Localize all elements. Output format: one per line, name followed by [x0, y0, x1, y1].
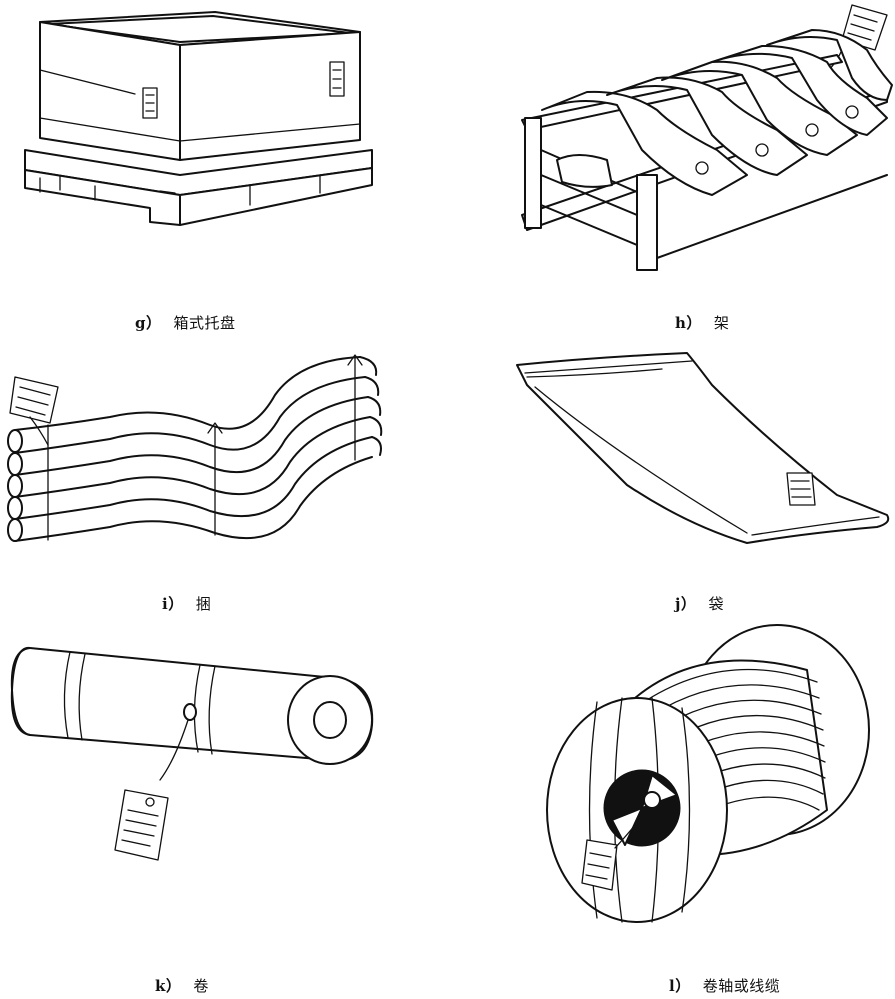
caption-k: k） 卷 — [155, 975, 209, 996]
caption-h-text: 架 — [713, 314, 730, 332]
figure-bundle: i） 捆 — [0, 345, 440, 615]
bag-icon — [516, 352, 890, 544]
bundle-icon — [7, 354, 383, 542]
figure-rack: h） 架 — [447, 0, 895, 332]
box-pallet-icon — [24, 11, 373, 226]
caption-j: j） 袋 — [675, 593, 724, 614]
caption-h: h） 架 — [675, 312, 729, 333]
caption-j-letter: j） — [675, 595, 697, 613]
caption-i-text: 捆 — [195, 595, 212, 613]
caption-h-letter: h） — [675, 314, 702, 332]
rack-icon — [521, 4, 893, 271]
figure-cable-reel: l） 卷轴或线缆 — [447, 620, 895, 999]
caption-k-text: 卷 — [193, 977, 209, 995]
caption-j-text: 袋 — [708, 595, 724, 613]
caption-i-letter: i） — [162, 595, 184, 613]
caption-g: g） 箱式托盘 — [135, 312, 236, 333]
figure-bag: j） 袋 — [447, 345, 895, 615]
caption-i: i） 捆 — [162, 593, 211, 614]
cable-reel-icon — [546, 624, 870, 923]
caption-g-text: 箱式托盘 — [173, 314, 236, 332]
caption-l-letter: l） — [669, 977, 691, 995]
caption-k-letter: k） — [155, 977, 182, 995]
caption-g-letter: g） — [135, 314, 162, 332]
figure-roll: k） 卷 — [0, 620, 440, 999]
caption-l-text: 卷轴或线缆 — [702, 977, 781, 995]
roll-icon — [10, 646, 374, 861]
figure-box-pallet: g） 箱式托盘 — [0, 0, 440, 332]
caption-l: l） 卷轴或线缆 — [669, 975, 780, 996]
